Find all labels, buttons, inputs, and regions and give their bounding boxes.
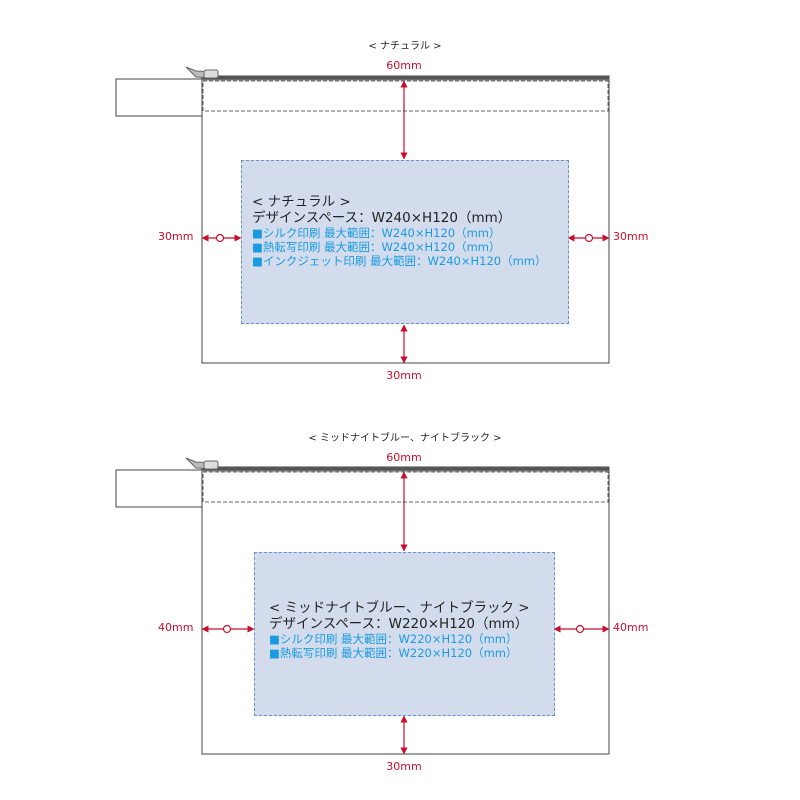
dim-label-bottom: 30mm	[386, 760, 422, 773]
panel-caption-natural: < ナチュラル >	[368, 41, 442, 52]
spec-heat-transfer: ■熱転写印刷 最大範囲：W220×H120（mm）	[269, 646, 518, 660]
spec-inkjet: ■インクジェット印刷 最大範囲：W240×H120（mm）	[252, 254, 547, 268]
zipper-pull-icon	[185, 457, 219, 470]
dim-label-top: 60mm	[386, 59, 422, 72]
print-area-natural: < ナチュラル > デザインスペース：W240×H120（mm） ■シルク印刷 …	[241, 160, 569, 324]
zipper-pull-icon	[185, 66, 219, 79]
spec-heat-transfer: ■熱転写印刷 最大範囲：W240×H120（mm）	[252, 240, 501, 254]
dim-label-left: 40mm	[158, 621, 194, 634]
print-area-text: < ナチュラル > デザインスペース：W240×H120（mm） ■シルク印刷 …	[252, 194, 546, 268]
panel-caption-midnight: < ミッドナイトブルー、ナイトブラック >	[308, 433, 502, 444]
design-space-label: デザインスペース：W220×H120（mm）	[269, 616, 529, 632]
spec-silk: ■シルク印刷 最大範囲：W220×H120（mm）	[269, 632, 518, 646]
color-title: < ナチュラル >	[252, 194, 351, 210]
dim-label-right: 30mm	[613, 230, 649, 243]
dim-label-left: 30mm	[158, 230, 194, 243]
dim-label-bottom: 30mm	[386, 369, 422, 382]
color-title: < ミッドナイトブルー、ナイトブラック >	[269, 600, 530, 616]
dim-label-right: 40mm	[613, 621, 649, 634]
print-area-midnight: < ミッドナイトブルー、ナイトブラック > デザインスペース：W220×H120…	[254, 552, 555, 716]
print-area-text: < ミッドナイトブルー、ナイトブラック > デザインスペース：W220×H120…	[269, 600, 530, 660]
spec-silk: ■シルク印刷 最大範囲：W240×H120（mm）	[252, 226, 501, 240]
dim-label-top: 60mm	[386, 451, 422, 464]
design-space-label: デザインスペース：W240×H120（mm）	[252, 210, 512, 226]
